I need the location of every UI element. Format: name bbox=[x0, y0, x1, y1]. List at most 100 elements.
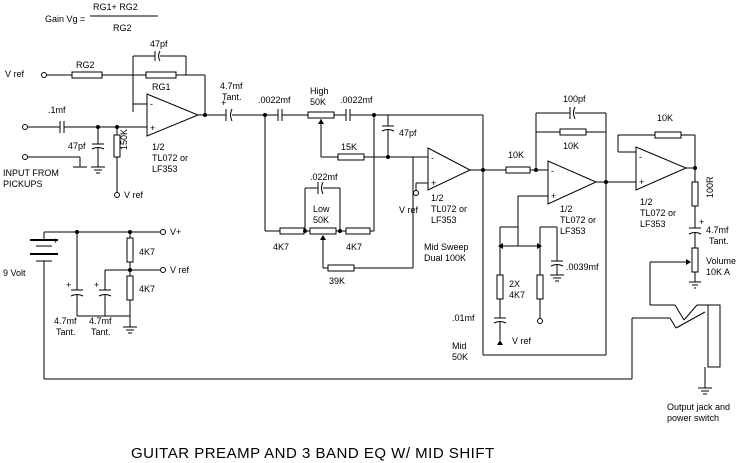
input-label-1: INPUT FROM bbox=[3, 168, 59, 178]
battery-plus: + bbox=[53, 236, 58, 246]
op1-minus: - bbox=[150, 99, 153, 109]
r10k-fb-resistor bbox=[559, 128, 587, 136]
plus-cap1: + bbox=[221, 98, 226, 108]
c100pf-label: 100pf bbox=[563, 94, 586, 104]
r4k7-left-resistor bbox=[279, 227, 305, 235]
battery-label: 9 Volt bbox=[3, 268, 26, 278]
coupling-cap-1: + 4.7mf Tant. bbox=[220, 81, 278, 122]
mid-label-b: 50K bbox=[452, 352, 468, 362]
c022-label: .022mf bbox=[310, 172, 338, 182]
op4-label-c: LF353 bbox=[640, 219, 666, 229]
mid-stage: 10K 100pf 10K - + 1/2 TL072 or LF353 M bbox=[424, 94, 636, 362]
plus-s1: + bbox=[66, 280, 71, 290]
opamp-3 bbox=[547, 160, 598, 205]
vref-supply-label: V ref bbox=[170, 265, 190, 275]
rg2-resistor bbox=[71, 71, 103, 79]
preamp-stage: V ref RG2 47pf RG1 - + 1/2 TL072 or LF35… bbox=[3, 39, 226, 200]
plus-s2: + bbox=[94, 280, 99, 290]
r4k7-s2-resistor bbox=[126, 275, 134, 301]
c022-capacitor bbox=[321, 181, 324, 195]
c47-s2-label-b: Tant. bbox=[91, 327, 111, 337]
r10k-op4-resistor bbox=[654, 131, 682, 139]
volume-pot bbox=[691, 247, 699, 273]
c47pf-fb-capacitor bbox=[158, 50, 161, 62]
op3-plus: + bbox=[551, 191, 556, 201]
op3-minus: - bbox=[551, 166, 554, 176]
c47-s1-capacitor bbox=[70, 294, 84, 297]
op3-label-b: TL072 or bbox=[560, 215, 596, 225]
r150k-label: 150K bbox=[119, 129, 129, 150]
volume-label-a: Volume bbox=[706, 256, 736, 266]
c01mf-capacitor bbox=[493, 321, 507, 324]
opamp-2-stage: - + V ref 1/2 TL072 or LF353 bbox=[388, 114, 506, 355]
r4k7-s1-resistor bbox=[126, 237, 134, 263]
low-label-a: Low bbox=[313, 204, 330, 214]
op4-minus: - bbox=[639, 152, 642, 162]
op3-label-c: LF353 bbox=[560, 226, 586, 236]
mid-label-a: Mid bbox=[452, 341, 467, 351]
midsweep-label-a: Mid Sweep bbox=[424, 242, 469, 252]
r100r-label: 100R bbox=[705, 176, 715, 198]
gain-numerator: RG1+ RG2 bbox=[93, 2, 138, 12]
c47mf-1-label-b: Tant. bbox=[222, 92, 242, 102]
op1-label-b: TL072 or bbox=[152, 153, 188, 163]
c0039-label: .0039mf bbox=[566, 262, 599, 272]
c47pf-fb-label: 47pf bbox=[150, 39, 168, 49]
op2-plus: + bbox=[431, 178, 436, 188]
vref-bias-label: V ref bbox=[124, 190, 144, 200]
gain-formula: Gain Vg = RG1+ RG2 RG2 bbox=[45, 2, 158, 33]
r39k-resistor bbox=[327, 264, 355, 272]
r4k7-s1-label: 4K7 bbox=[139, 247, 155, 257]
gain-denominator: RG2 bbox=[113, 23, 132, 33]
c01mf-label: .01mf bbox=[452, 313, 475, 323]
tone-stack: .0022mf High 50K .0022mf 15K 47pf 4K7 Lo… bbox=[258, 86, 428, 286]
r15k-label: 15K bbox=[341, 142, 357, 152]
input-label-2: PICKUPS bbox=[3, 179, 43, 189]
midsweep-label-b: Dual 100K bbox=[424, 253, 466, 263]
c47mf-2-capacitor bbox=[688, 232, 702, 235]
op3-label-a: 1/2 bbox=[560, 204, 573, 214]
op1-plus: + bbox=[150, 123, 155, 133]
r4k7-left-label: 4K7 bbox=[273, 242, 289, 252]
gain-prefix: Gain Vg = bbox=[45, 14, 85, 24]
op1-label-c: LF353 bbox=[152, 164, 178, 174]
op4-plus: + bbox=[639, 177, 644, 187]
op2-label-a: 1/2 bbox=[431, 193, 444, 203]
r2x-label-b: 4K7 bbox=[509, 290, 525, 300]
rg1-label: RG1 bbox=[152, 82, 171, 92]
r4k7-s2-label: 4K7 bbox=[139, 284, 155, 294]
diagram-title: GUITAR PREAMP AND 3 BAND EQ W/ MID SHIFT bbox=[131, 445, 495, 462]
c47mf-2-label-b: Tant. bbox=[709, 236, 729, 246]
input-ground-terminal bbox=[22, 154, 28, 160]
opamp-2 bbox=[427, 147, 472, 191]
high-label-a: High bbox=[310, 86, 329, 96]
c47-s2-capacitor bbox=[98, 294, 112, 297]
op4-label-b: TL072 or bbox=[640, 208, 676, 218]
low-pot bbox=[309, 227, 337, 235]
c47-s1-label-a: 4.7mf bbox=[54, 316, 77, 326]
opamp-1 bbox=[146, 93, 200, 137]
c47pf-eq-label: 47pf bbox=[399, 128, 417, 138]
c47pf-eq-capacitor bbox=[381, 129, 395, 132]
c0022-b-label: .0022mf bbox=[340, 95, 373, 105]
r10k-in-label: 10K bbox=[508, 150, 524, 160]
r10k-in-resistor bbox=[505, 166, 531, 174]
op1-label-a: 1/2 bbox=[152, 142, 165, 152]
output-jack bbox=[707, 304, 721, 368]
c100pf-capacitor bbox=[573, 106, 576, 120]
rg1-resistor bbox=[145, 71, 177, 79]
volume-label-b: 10K A bbox=[706, 267, 730, 277]
r4k7-right-resistor bbox=[345, 227, 371, 235]
vref-op2-label: V ref bbox=[399, 205, 419, 215]
r10k-op4-label: 10K bbox=[657, 113, 673, 123]
opamp-4 bbox=[635, 146, 688, 191]
c47pf-in-label: 47pf bbox=[68, 141, 86, 151]
vplus-label: V+ bbox=[170, 227, 181, 237]
r2x-label-a: 2X bbox=[509, 279, 520, 289]
output-label-b: power switch bbox=[667, 413, 719, 423]
r39k-label: 39K bbox=[329, 276, 345, 286]
c1mf-label: .1mf bbox=[48, 105, 66, 115]
input-terminal bbox=[22, 124, 28, 130]
r2x-right-resistor bbox=[536, 274, 544, 300]
r100r-resistor bbox=[691, 181, 699, 207]
